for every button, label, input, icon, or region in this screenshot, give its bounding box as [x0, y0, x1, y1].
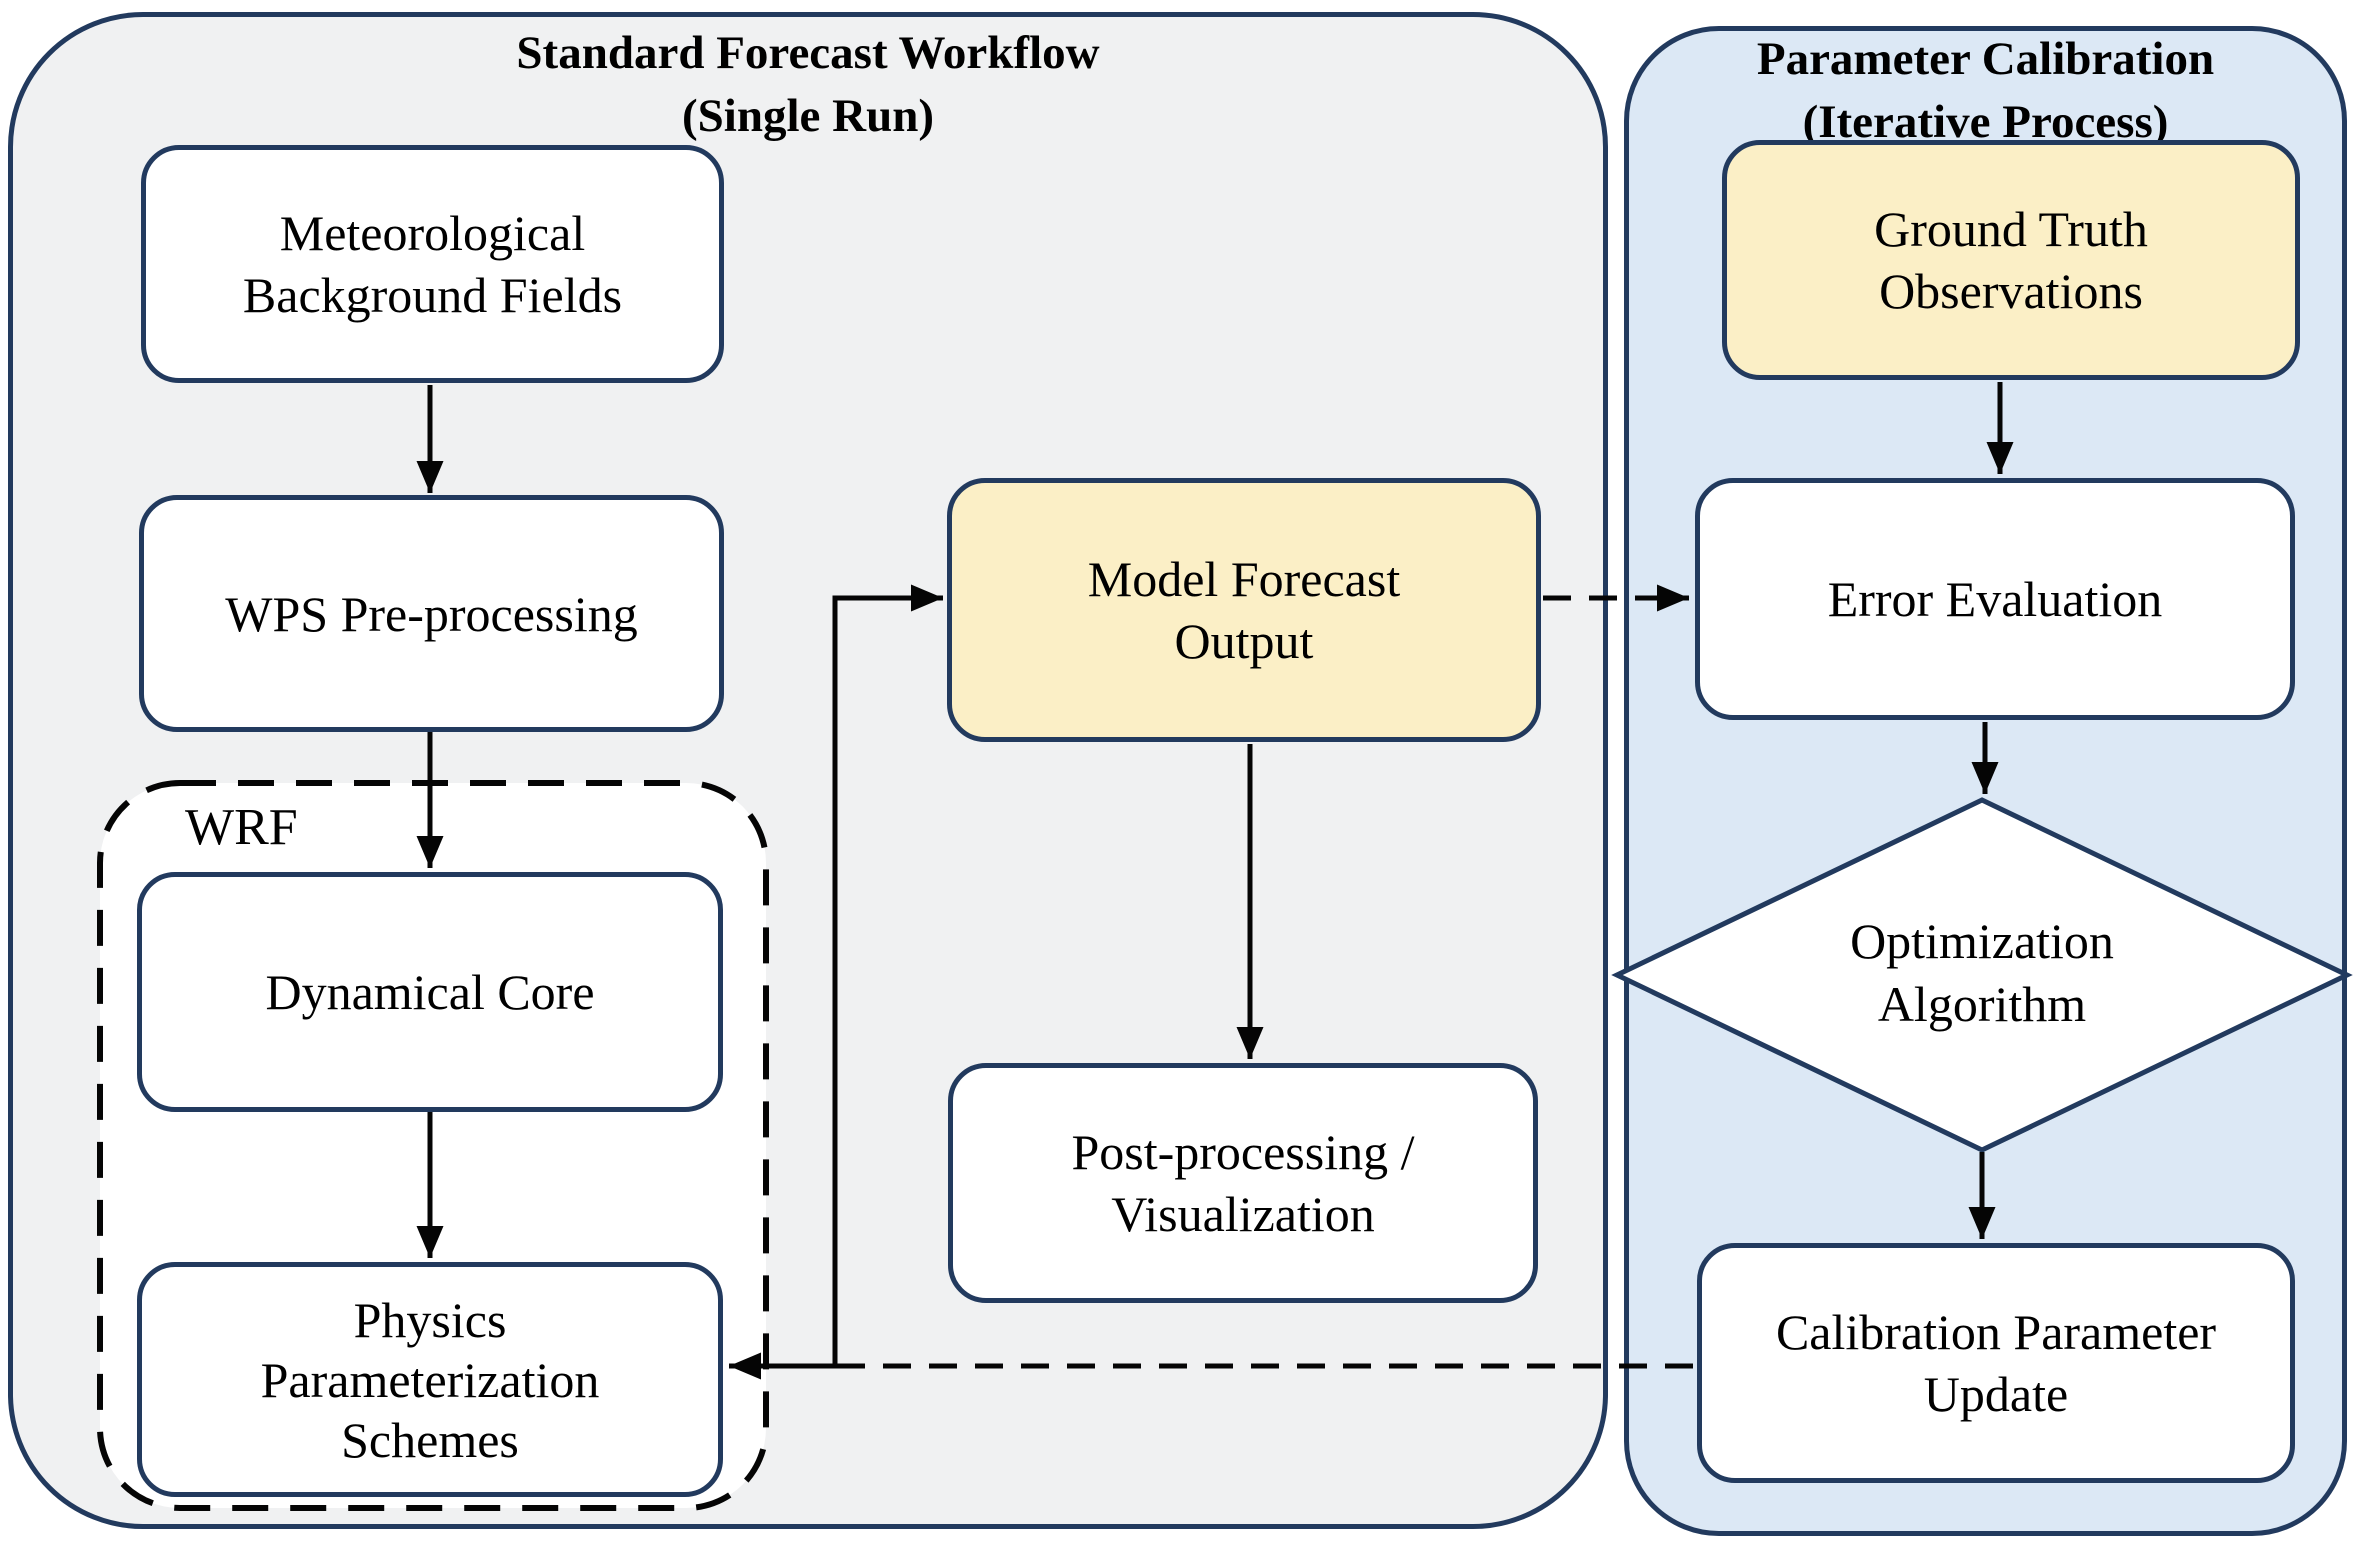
wrf-group-label: WRF [185, 799, 298, 856]
node-line: Update [1923, 1366, 2069, 1422]
node-post-processing-visualization: Post-processing / Visualization [948, 1063, 1538, 1303]
node-line: Output [1174, 613, 1314, 669]
left-panel-title: Standard Forecast Workflow (Single Run) [8, 22, 1608, 148]
node-physics-parameterization-schemes: Physics Parameterization Schemes [137, 1262, 723, 1497]
node-line: Schemes [341, 1411, 519, 1468]
node-line: Model Forecast [1087, 551, 1401, 607]
node-line: Post-processing / [1071, 1124, 1415, 1180]
node-calibration-parameter-update: Calibration Parameter Update [1697, 1243, 2295, 1483]
node-line: Algorithm [1877, 976, 2087, 1032]
node-ground-truth-observations: Ground Truth Observations [1722, 140, 2300, 380]
node-line: Error Evaluation [1827, 571, 2163, 627]
node-line: Calibration Parameter [1775, 1304, 2217, 1360]
right-panel-title-line2: (Iterative Process) [1802, 96, 2169, 148]
node-meteorological-background-fields: Meteorological Background Fields [141, 145, 724, 383]
node-line: Ground Truth [1874, 201, 2148, 257]
node-line: WPS Pre-processing [225, 585, 638, 642]
right-panel-title: Parameter Calibration (Iterative Process… [1624, 28, 2347, 154]
left-panel-title-line1: Standard Forecast Workflow [516, 27, 1100, 79]
optimization-algorithm-diamond [1611, 797, 2353, 1153]
right-panel-title-line1: Parameter Calibration [1756, 33, 2215, 85]
left-panel-title-line2: (Single Run) [681, 90, 935, 142]
node-line: Physics [353, 1291, 507, 1348]
node-line: Visualization [1111, 1186, 1375, 1242]
node-error-evaluation: Error Evaluation [1695, 478, 2295, 720]
node-dynamical-core: Dynamical Core [137, 872, 723, 1112]
node-line: Observations [1879, 263, 2143, 319]
node-line: Background Fields [242, 267, 623, 323]
node-line: Optimization [1850, 913, 2114, 969]
node-line: Dynamical Core [265, 964, 595, 1020]
node-wps-preprocessing: WPS Pre-processing [139, 495, 724, 732]
node-line: Parameterization [260, 1351, 600, 1408]
node-optimization-algorithm-label: Optimization Algorithm [1757, 910, 2207, 1036]
arrow-physics-to-model-forecast-output [832, 584, 943, 1366]
node-line: Meteorological [279, 205, 586, 261]
node-model-forecast-output: Model Forecast Output [947, 478, 1541, 742]
